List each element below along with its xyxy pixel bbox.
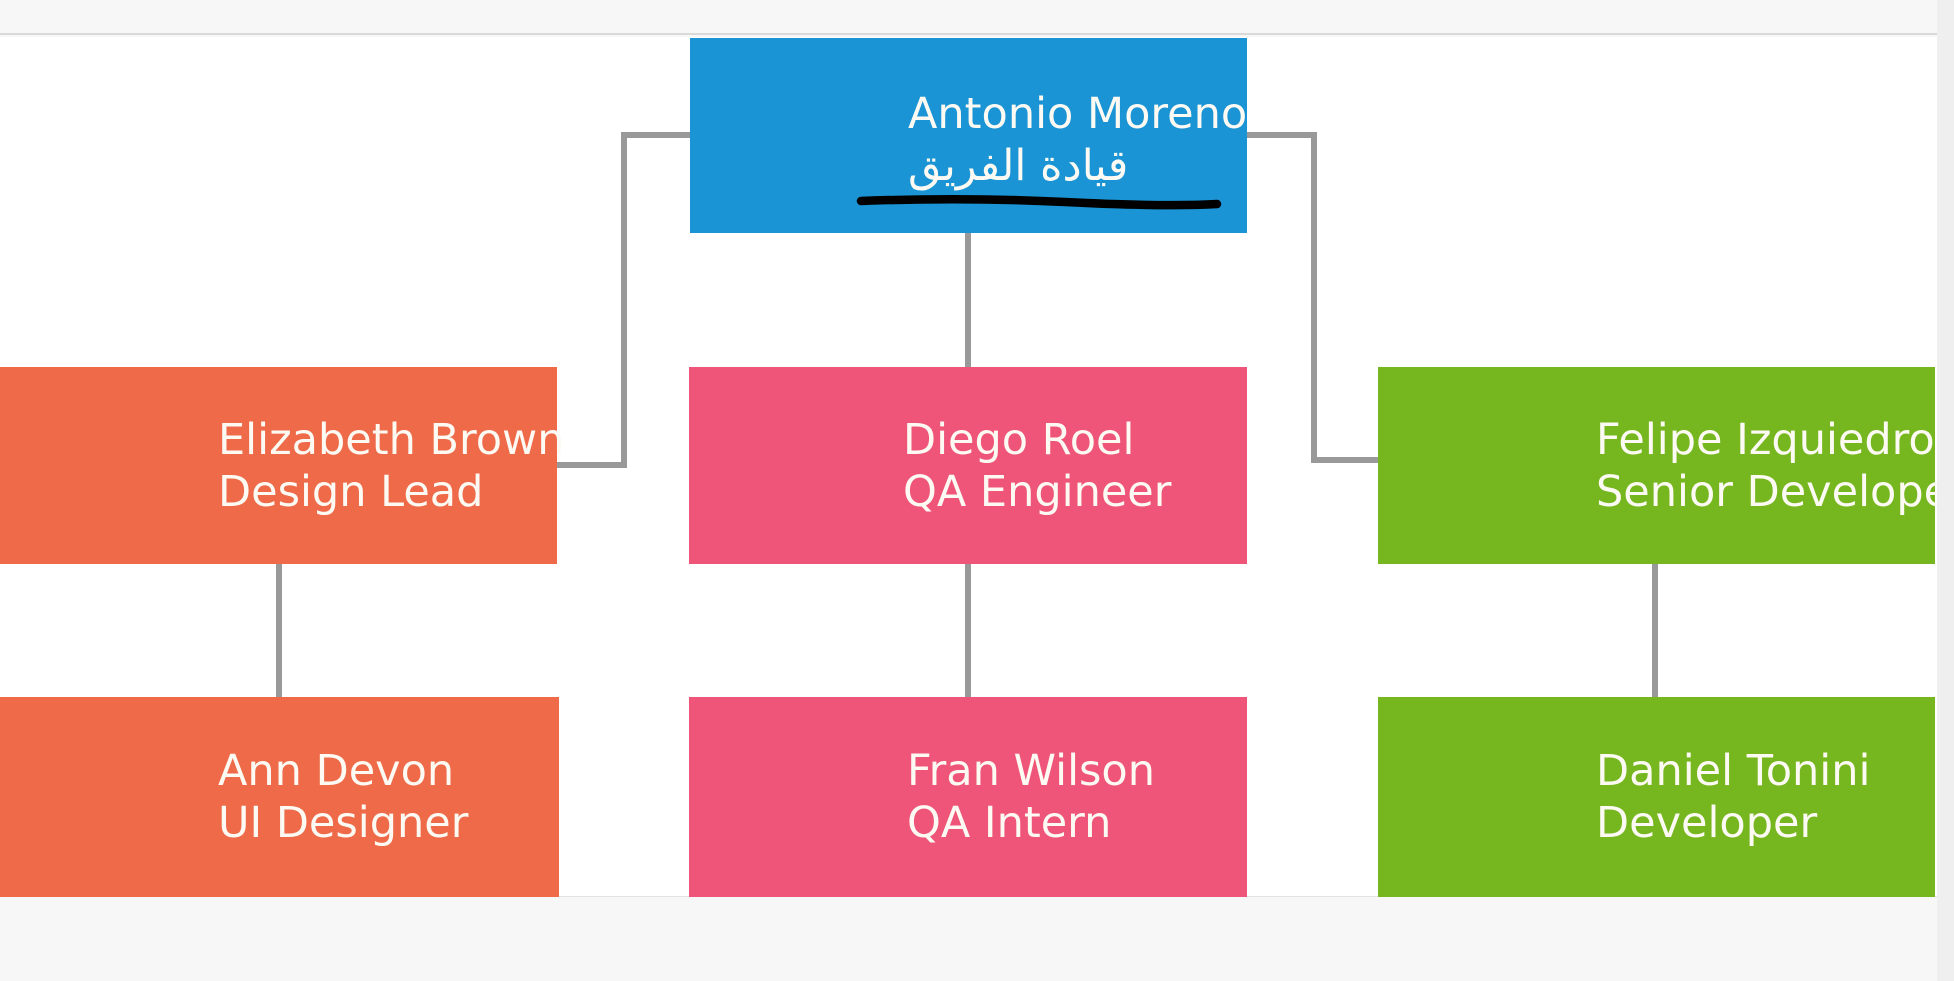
node-title: Senior Developer	[1596, 466, 1954, 517]
connector-antonio-felipe-top	[1247, 132, 1317, 138]
connector-diego-fran	[965, 564, 971, 697]
connector-felipe-daniel	[1652, 564, 1658, 697]
top-bar	[0, 0, 1937, 35]
org-node-diego-roel[interactable]: Diego Roel QA Engineer	[689, 367, 1247, 564]
node-title: Design Lead	[218, 466, 484, 517]
org-node-fran-wilson[interactable]: Fran Wilson QA Intern	[689, 697, 1247, 897]
connector-antonio-felipe-bottom	[1311, 457, 1378, 463]
connector-antonio-elizabeth-bottom	[557, 462, 627, 468]
node-name: Daniel Tonini	[1596, 746, 1871, 796]
org-node-elizabeth-brown[interactable]: Elizabeth Brown Design Lead	[0, 367, 565, 564]
node-title: QA Intern	[907, 798, 1112, 848]
node-name: Antonio Moreno	[908, 88, 1248, 139]
connector-antonio-elizabeth-top	[621, 132, 690, 138]
org-node-antonio-moreno[interactable]: Antonio Moreno قيادة الفريق	[690, 38, 1247, 233]
connector-elizabeth-ann	[276, 564, 282, 697]
node-name: Felipe Izquiedro	[1596, 414, 1935, 465]
node-name: Diego Roel	[903, 414, 1135, 465]
connector-antonio-diego	[965, 233, 971, 367]
node-title: Developer	[1596, 798, 1818, 848]
connector-antonio-elizabeth-drop	[621, 132, 627, 468]
scrollbar-track[interactable]	[1937, 0, 1954, 981]
org-node-ann-devon[interactable]: Ann Devon UI Designer	[0, 697, 559, 897]
node-title: قيادة الفريق	[908, 140, 1129, 191]
node-name: Fran Wilson	[907, 746, 1155, 796]
node-name: Elizabeth Brown	[218, 414, 565, 465]
org-node-felipe-izquiedro[interactable]: Felipe Izquiedro Senior Developer	[1378, 367, 1954, 564]
node-name: Ann Devon	[218, 746, 455, 796]
org-node-daniel-tonini[interactable]: Daniel Tonini Developer	[1378, 697, 1935, 897]
bottom-bar	[0, 898, 1937, 981]
node-title: QA Engineer	[903, 466, 1172, 517]
connector-antonio-felipe-drop	[1311, 132, 1317, 463]
ink-underline-annotation	[856, 194, 1222, 210]
node-title: UI Designer	[218, 798, 469, 848]
